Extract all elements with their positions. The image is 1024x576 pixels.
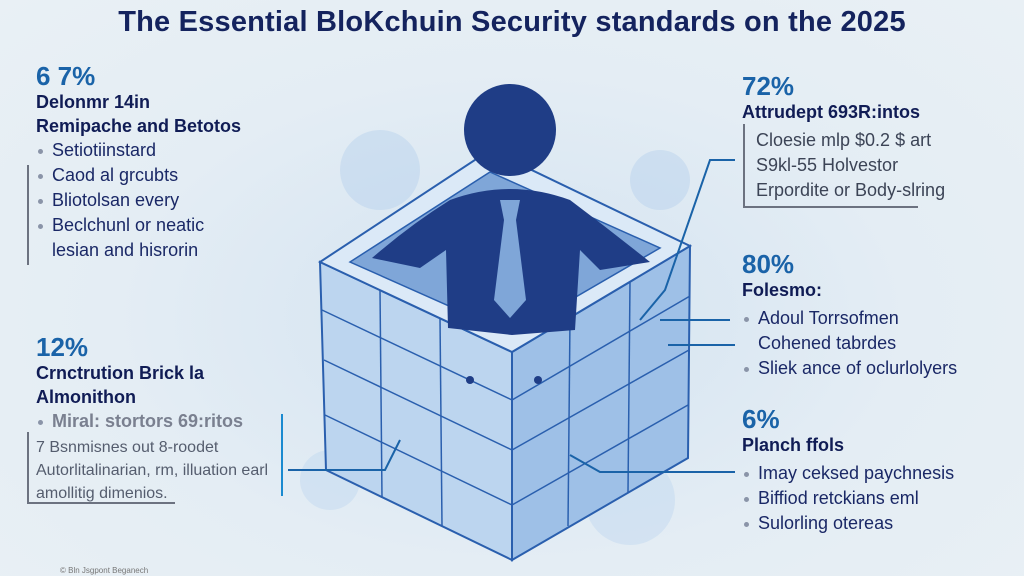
stat-left-top: 6 7% Delonmr 14in Remipache and Betotos … xyxy=(36,62,306,263)
stat-title: Folesmo: xyxy=(742,280,823,300)
body-text: amollitig dimenios. xyxy=(36,485,168,502)
bracket xyxy=(27,165,29,265)
bracket xyxy=(743,124,918,208)
stat-left-bottom: 12% Crnctrution Brick la Almonithon Mira… xyxy=(36,333,296,505)
list-item: Cohened tabrdes xyxy=(758,333,897,353)
list-item: Beclchunl or neatic xyxy=(36,213,306,238)
page-title: The Essential BloKchuin Security standar… xyxy=(118,6,906,38)
stat-percent: 12% xyxy=(36,332,89,362)
body-text: Cloesie mlp $0.2 $ art xyxy=(756,130,932,150)
list-item: Sulorling otereas xyxy=(742,511,1012,536)
stat-right-top: 72% Attrudept 693R:intos Cloesie mlp $0.… xyxy=(742,72,1012,203)
list-item: Biffiod retckians eml xyxy=(742,486,1012,511)
body-text: 7 Bsnmisnes out 8-roodet xyxy=(36,439,219,456)
stat-percent: 80% xyxy=(742,249,795,279)
bracket xyxy=(281,414,283,496)
stat-title: Attrudept 693R:intos xyxy=(742,102,921,122)
person-icon xyxy=(372,84,650,335)
body-text: Erpordite or Body-slring xyxy=(756,180,946,200)
connector-lines xyxy=(288,159,735,473)
stat-right-bottom: 6% Planch ffols Imay ceksed paychnesis B… xyxy=(742,405,1012,536)
list-item: Setiotiinstard xyxy=(36,138,306,163)
list-item: lesian and hisrorin xyxy=(52,240,199,260)
list-item: Miral: stortors 69:ritos xyxy=(36,409,296,434)
credit-text: © Bln Jsgpont Beganech xyxy=(60,566,149,575)
stat-right-mid: 80% Folesmo: Adoul Torrsofmen Cohened ta… xyxy=(742,250,1012,381)
stat-title: Planch ffols xyxy=(742,435,845,455)
stat-title: Delonmr 14in xyxy=(36,92,151,112)
list-item: Caod al grcubts xyxy=(36,163,306,188)
list-item: Sliek ance of oclurlolyers xyxy=(742,356,1012,381)
stat-percent: 6% xyxy=(742,404,780,434)
stat-percent: 72% xyxy=(742,71,795,101)
tie-icon xyxy=(494,200,526,318)
stat-title: Almonithon xyxy=(36,387,136,407)
list-item: Imay ceksed paychnesis xyxy=(742,461,1012,486)
bracket xyxy=(27,432,175,504)
body-text: Autorlitalinarian, rm, illuation earl xyxy=(36,462,269,479)
stat-title: Remipache and Betotos xyxy=(36,116,242,136)
stat-percent: 6 7% xyxy=(36,61,96,91)
body-text: S9kl-55 Holvestor xyxy=(756,155,899,175)
watercolor-splash xyxy=(300,130,690,545)
list-item: Adoul Torrsofmen xyxy=(742,306,1012,331)
list-item: Bliotolsan every xyxy=(36,188,306,213)
stat-title: Crnctrution Brick la xyxy=(36,363,205,383)
